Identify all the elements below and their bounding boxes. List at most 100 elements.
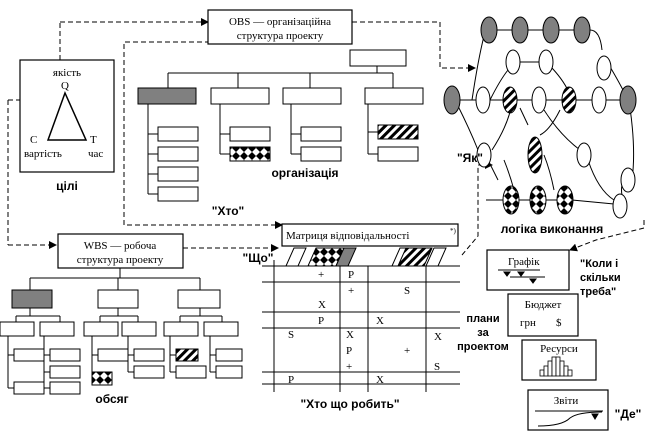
how-label: "Як" bbox=[457, 151, 483, 165]
triangle-shape bbox=[46, 90, 88, 141]
obs-leaf-checker bbox=[229, 146, 271, 162]
wbs-node bbox=[97, 289, 139, 309]
matrix-cell: P bbox=[346, 345, 352, 357]
budget-card bbox=[507, 293, 579, 337]
wbs-tree: WBS — робоча структура проекту bbox=[0, 233, 274, 406]
wbs-leaf bbox=[83, 321, 119, 337]
matrix-cell: S bbox=[288, 329, 294, 341]
resources-histogram-icon bbox=[539, 356, 573, 377]
matrix-cell: P bbox=[348, 269, 354, 281]
wbs-title-line2: структура проекту bbox=[77, 254, 164, 266]
obs-leaf bbox=[157, 186, 199, 202]
matrix-cell: X bbox=[434, 331, 442, 343]
obs-title-box bbox=[207, 9, 353, 45]
obs-leaf bbox=[157, 146, 199, 162]
wbs-leaf-checker bbox=[91, 371, 113, 386]
network-node bbox=[612, 193, 628, 219]
network-node bbox=[511, 16, 529, 44]
reports-card bbox=[527, 389, 609, 431]
network-node bbox=[538, 49, 554, 75]
matrix-cell: X bbox=[318, 299, 326, 311]
matrix-cell: X bbox=[346, 329, 354, 341]
obs-leaf bbox=[377, 146, 419, 162]
network-node bbox=[596, 55, 612, 81]
obs-node bbox=[210, 87, 270, 105]
wbs-leaf bbox=[121, 321, 157, 337]
matrix-cell: X bbox=[376, 374, 384, 386]
budget-label: Бюджет bbox=[525, 299, 562, 311]
obs-node-filled bbox=[137, 87, 197, 105]
what-label: "Що" bbox=[243, 251, 274, 265]
matrix-cell: S bbox=[434, 361, 440, 373]
wbs-node-filled bbox=[11, 289, 53, 309]
network-node bbox=[443, 85, 461, 115]
matrix-cell: S bbox=[404, 285, 410, 297]
wbs-leaf bbox=[215, 348, 243, 362]
wbs-leaf bbox=[0, 321, 35, 337]
network-node bbox=[619, 85, 637, 115]
matrix-cell: + bbox=[318, 269, 324, 281]
resources-label: Ресурси bbox=[540, 343, 578, 355]
obs-title-line1: OBS — організаційна bbox=[229, 16, 331, 28]
plans-line3: проектом bbox=[457, 341, 509, 353]
wbs-leaf bbox=[49, 348, 81, 362]
quality-label: якість bbox=[53, 67, 81, 79]
wbs-leaf bbox=[215, 365, 243, 379]
wbs-leaf bbox=[13, 381, 45, 395]
reports-curve-icon bbox=[535, 410, 603, 427]
goals-connectors bbox=[7, 18, 645, 256]
goals-panel: якість Q C T вартість час цілі bbox=[19, 59, 115, 193]
wbs-title-box bbox=[57, 233, 184, 269]
wbs-title-line1: WBS — робоча bbox=[84, 240, 157, 252]
wbs-leaf bbox=[49, 381, 81, 395]
who-label: "Хто" bbox=[212, 204, 244, 218]
when-line2: скільки bbox=[580, 272, 621, 284]
wbs-leaf bbox=[203, 321, 239, 337]
matrix-caption: "Хто що робить" bbox=[300, 397, 399, 411]
budget-symbol: $ bbox=[556, 317, 562, 329]
responsibility-matrix: Матриця відповідальності *) + P + S X bbox=[262, 223, 460, 411]
matrix-header-cell bbox=[285, 247, 307, 267]
matrix-title-sup: *) bbox=[450, 227, 457, 235]
network-node-checker bbox=[556, 185, 574, 215]
network-node bbox=[620, 167, 636, 193]
obs-node bbox=[364, 87, 424, 105]
network-diagram: "Як" логіка виконання bbox=[443, 16, 637, 236]
c-letter: C bbox=[30, 134, 37, 146]
network-node bbox=[573, 16, 591, 44]
obs-leaf bbox=[157, 126, 199, 142]
obs-caption: організація bbox=[271, 166, 338, 180]
plans-line2: за bbox=[477, 327, 489, 339]
wbs-leaf bbox=[133, 348, 165, 362]
obs-node bbox=[349, 49, 407, 67]
when-line3: треба" bbox=[580, 286, 616, 298]
network-node bbox=[480, 16, 498, 44]
cost-label: вартість bbox=[24, 148, 62, 160]
obs-leaf bbox=[229, 126, 271, 142]
wbs-leaf bbox=[39, 321, 75, 337]
plans-line1: плани bbox=[466, 313, 499, 325]
goals-caption: цілі bbox=[56, 179, 78, 193]
network-node-hatched bbox=[527, 136, 543, 174]
matrix-cell: P bbox=[288, 374, 294, 386]
network-node-hatched bbox=[502, 86, 518, 114]
matrix-title-box bbox=[281, 223, 459, 247]
wbs-leaf-hatched bbox=[175, 348, 199, 362]
obs-node bbox=[282, 87, 342, 105]
obs-title-line2: структура проекту bbox=[237, 30, 324, 42]
obs-leaf bbox=[157, 166, 199, 182]
budget-unit: грн bbox=[520, 317, 536, 329]
wbs-leaf bbox=[133, 365, 165, 379]
network-node-checker bbox=[502, 185, 520, 215]
network-node bbox=[591, 86, 607, 114]
wbs-leaf bbox=[175, 365, 207, 379]
network-node-checker bbox=[529, 185, 547, 215]
wbs-leaf bbox=[97, 348, 129, 362]
obs-leaf-hatched bbox=[377, 124, 419, 140]
wbs-leaf bbox=[13, 348, 45, 362]
network-node bbox=[576, 142, 592, 168]
matrix-title: Матриця відповідальності bbox=[286, 230, 409, 242]
obs-leaf bbox=[300, 146, 342, 162]
when-line1: "Коли і bbox=[580, 258, 618, 270]
network-node bbox=[476, 142, 492, 168]
